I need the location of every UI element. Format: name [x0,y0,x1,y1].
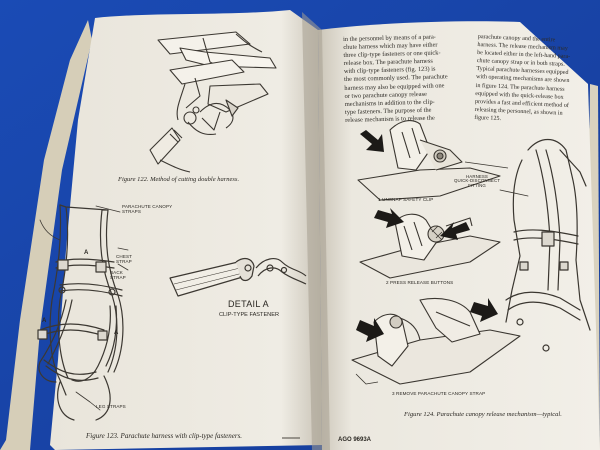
step1-drawing [357,120,509,201]
step2-arrow-left [374,208,404,228]
a-mark-1: A [84,250,89,256]
detail-a-title: DETAIL A [228,299,269,309]
figure-123-caption: Figure 123. Parachute harness with clip-… [86,432,243,440]
right-text-column-2: parachute canopy and the entire harness.… [474,33,572,126]
detail-a-drawing [169,257,307,297]
gutter-shadow [302,12,330,450]
right-text-column-1: in the personnel by means of a para- chu… [343,33,449,125]
step2-label: 2 PRESS RELEASE BUTTONS [386,280,454,285]
a-mark-3: A [114,330,119,336]
detail-a-subtitle: CLIP-TYPE FASTENER [219,312,279,318]
step2-arrow-right [440,222,470,240]
step1-arrow [360,130,384,152]
harness-fitting-label: HARNESS QUICK-DISCONNECT FITTING [454,174,500,188]
figure-123-harness [37,204,129,421]
figure-122-caption: Figure 122. Method of cutting double har… [118,176,240,183]
canopy-straps-label: PARACHUTE CANOPY STRAPS [122,204,173,214]
step3-arrow-right [470,298,498,322]
leg-straps-label: LEG STRAPS [96,404,126,409]
step3-arrow-left [356,318,384,342]
footer-ago: AGO 9693A [338,437,372,443]
back-strap-label: BACK STRAP [110,270,126,280]
quick-disconnect-harness [499,138,591,352]
step3-label: 3 REMOVE PARACHUTE CANOPY STRAP [392,391,486,396]
left-page [50,10,322,450]
step3-drawing [351,297,521,385]
step2-drawing [359,213,501,279]
a-mark-2: A [42,318,47,324]
figure-122-drawing [149,31,277,173]
chest-strap-label: CHEST STRAP [116,254,133,264]
step1-label: 1 UNSNAP SAFETY CLIP [378,197,434,202]
figure-124-caption: Figure 124. Parachute canopy release mec… [404,411,562,418]
book-edge-left [0,20,92,450]
